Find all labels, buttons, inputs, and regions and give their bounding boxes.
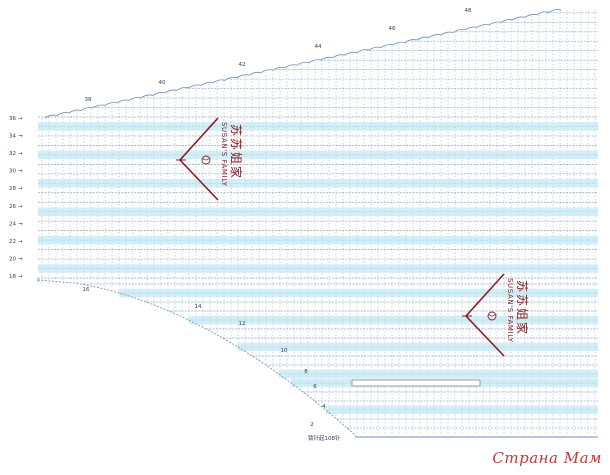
top-edge-outline	[44, 9, 562, 119]
accent-row	[38, 235, 598, 245]
row-label: 6	[313, 384, 317, 390]
accent-row	[38, 179, 598, 188]
cast-on-label: 锁针起108针	[308, 434, 341, 442]
row-arrow: →	[18, 256, 23, 262]
row-label: 30	[9, 169, 16, 175]
row-arrow: →	[18, 169, 23, 175]
row-label: 22	[9, 239, 16, 245]
row-label: 20	[9, 256, 16, 262]
row-label: 36	[9, 116, 16, 122]
row-label: 16	[83, 287, 90, 293]
row-label: 4	[322, 404, 326, 410]
row-arrow: →	[18, 221, 23, 227]
row-label: 2	[310, 422, 314, 428]
row-label: 44	[315, 44, 322, 50]
row-label: 48	[465, 8, 472, 14]
row-arrow: →	[18, 204, 23, 210]
highlight-bar	[351, 379, 481, 387]
row-labels: 36→34→32→30→28→26→24→22→20→18→1614121086…	[9, 8, 472, 442]
row-label: 26	[9, 204, 16, 210]
row-label: 32	[9, 151, 16, 157]
row-label: 42	[239, 62, 246, 68]
accent-row	[38, 264, 598, 273]
row-arrow: →	[18, 186, 23, 192]
accent-row	[188, 315, 598, 325]
accent-row	[325, 405, 598, 415]
row-label: 12	[239, 321, 246, 327]
accent-row	[38, 207, 598, 216]
row-label: 10	[281, 348, 288, 354]
yarn-ball-icon	[201, 155, 211, 165]
row-label: 24	[9, 221, 16, 227]
brand-name-latin: SUSAN'S FAMILY	[506, 278, 514, 343]
row-arrow: →	[18, 116, 23, 122]
brand-name-chinese: 苏苏姐家	[515, 280, 530, 336]
row-label: 8	[304, 369, 308, 375]
accent-row	[119, 288, 598, 298]
row-arrow: →	[18, 239, 23, 245]
row-label: 14	[195, 304, 202, 310]
accent-row	[237, 342, 599, 352]
brand-name-latin: SUSAN'S FAMILY	[220, 122, 228, 187]
row-label: 28	[9, 186, 16, 192]
yarn-ball-icon	[487, 311, 497, 321]
row-arrow: →	[18, 134, 23, 140]
yarn-ball-icon	[488, 313, 496, 317]
row-label: 38	[85, 97, 92, 103]
yarn-ball-icon	[202, 157, 210, 161]
accent-row	[278, 369, 598, 379]
brand-name-chinese: 苏苏姐家	[229, 124, 244, 180]
row-label: 46	[389, 26, 396, 32]
site-watermark: Страна Мам	[492, 449, 602, 467]
row-arrow: →	[18, 274, 23, 280]
row-label: 18	[9, 274, 16, 280]
accent-rows	[38, 122, 599, 415]
row-label: 34	[9, 134, 16, 140]
row-arrow: →	[18, 151, 23, 157]
accent-row	[38, 150, 598, 160]
row-label: 40	[159, 80, 166, 86]
accent-row	[38, 122, 598, 131]
